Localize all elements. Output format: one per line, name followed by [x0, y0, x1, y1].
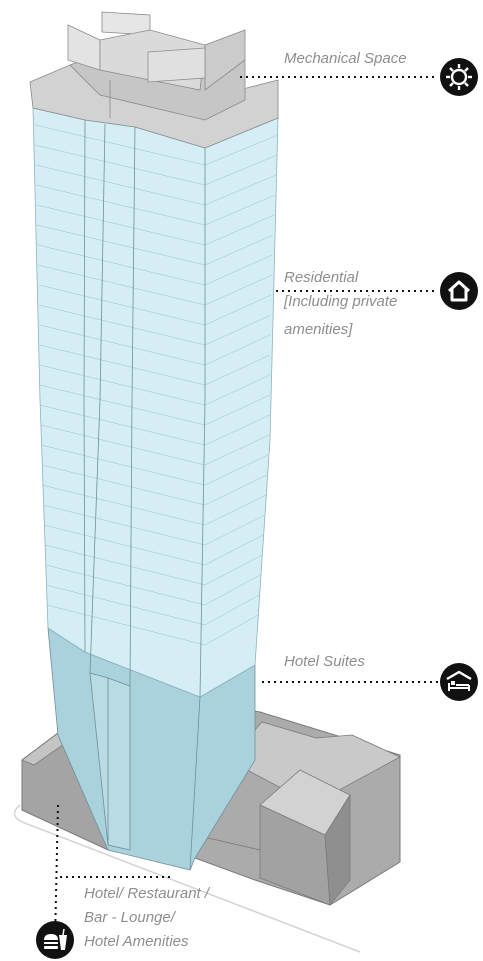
- food-drink-icon: [36, 921, 74, 959]
- label-residential-3: amenities]: [284, 318, 352, 342]
- label-podium-3: Hotel Amenities: [84, 930, 189, 954]
- bed-icon: [440, 663, 478, 701]
- gear-icon: [440, 58, 478, 96]
- label-podium-2: Bar - Lounge/: [84, 906, 175, 930]
- house-icon: [440, 272, 478, 310]
- label-hotel-suites: Hotel Suites: [284, 650, 365, 674]
- label-podium-1: Hotel/ Restaurant /: [84, 882, 209, 906]
- residential-tower: [33, 108, 278, 697]
- label-residential-2: [Including private: [284, 290, 397, 314]
- label-mechanical: Mechanical Space: [284, 47, 407, 71]
- label-residential-1: Residential: [284, 266, 358, 290]
